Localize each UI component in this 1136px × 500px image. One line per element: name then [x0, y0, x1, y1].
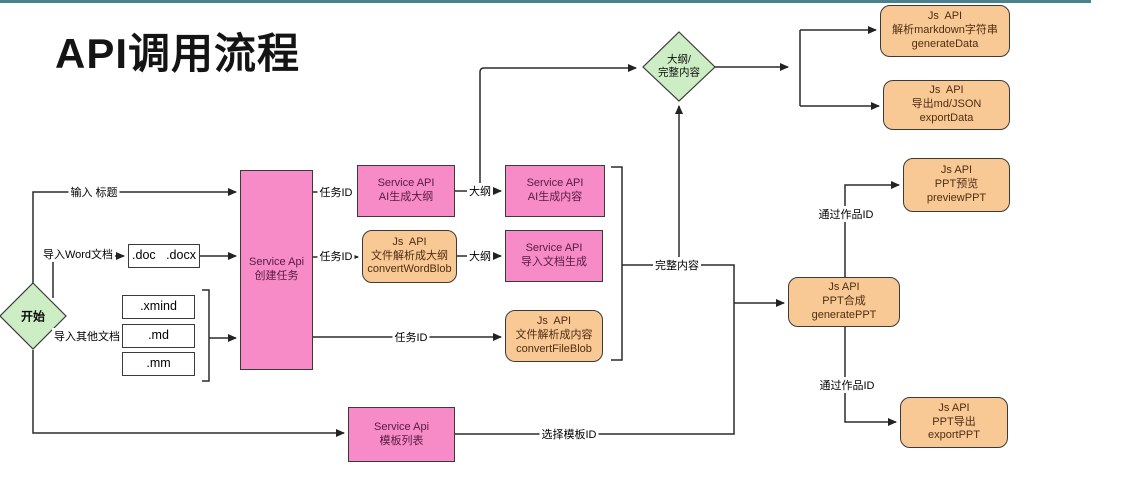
edge-label-via-work-id-2: 通过作品ID — [817, 377, 877, 393]
start-diamond-label: 开始 — [20, 309, 46, 324]
label-line: .mm — [146, 356, 171, 371]
label-line: .md — [148, 328, 169, 343]
node-export-ppt: Js API PPT导出 exportPPT — [900, 397, 1008, 448]
node-doc-docx: .doc .docx — [128, 244, 200, 268]
node-ai-outline: Service API AI生成大纲 — [357, 165, 455, 217]
node-create-task: Service Api 创建任务 — [240, 170, 313, 370]
label-line: exportData — [919, 111, 974, 124]
label-line: generatePPT — [811, 308, 877, 321]
node-ai-content: Service API AI生成内容 — [505, 165, 605, 217]
edge-start-to-create-task — [32, 188, 237, 283]
bracket-content-boxes — [611, 166, 623, 361]
label-line: PPT合成 — [822, 295, 866, 308]
node-convert-file-blob: Js API 文件解析成内容 convertFileBlob — [505, 310, 603, 362]
label-line: Js API — [392, 235, 427, 248]
edge-label-full-content: 完整内容 — [653, 257, 701, 273]
label-line: Service API — [377, 177, 435, 190]
label-line: Js API — [929, 84, 964, 97]
label-line: .xmind — [140, 299, 177, 314]
node-xmind: .xmind — [122, 295, 195, 319]
label-line: 文件解析成内容 — [515, 329, 593, 342]
label-line: Service API — [526, 177, 584, 190]
label-line: 大纲/ — [667, 53, 691, 66]
label-line: 解析markdown字符串 — [892, 24, 998, 37]
node-preview-ppt: Js API PPT预览 previewPPT — [903, 158, 1010, 212]
node-convert-word-blob: Js API 文件解析成大纲 convertWordBlob — [362, 230, 457, 283]
edge-label-input-title: 输入 标题 — [68, 184, 120, 200]
label-line: 文件解析成大纲 — [371, 249, 448, 262]
edge-label-task-id-1: 任务ID — [317, 184, 355, 200]
label-line: Js API — [828, 281, 860, 294]
label-line: convertFileBlob — [516, 342, 592, 355]
node-generate-data: Js API 解析markdown字符串 generateData — [880, 5, 1010, 57]
label-line: AI生成大纲 — [378, 191, 434, 203]
edge-outline-to-decision — [479, 64, 637, 191]
edge-to-preview-ppt — [844, 181, 900, 277]
label-line: 创建任务 — [254, 270, 299, 282]
edge-label-outline-2: 大纲 — [467, 248, 493, 264]
label-line: Service Api — [373, 420, 430, 433]
label-line: Js API — [938, 401, 970, 414]
edge-label-outline-1: 大纲 — [467, 183, 493, 199]
node-mm: .mm — [122, 352, 195, 376]
edge-label-import-word: 导入Word文档 — [40, 246, 116, 262]
bracket-file-boxes — [202, 289, 210, 382]
label-line: exportPPT — [928, 429, 980, 442]
start-diamond — [0, 282, 67, 350]
label-line: generateData — [911, 37, 979, 50]
label-line: AI生成内容 — [527, 191, 583, 203]
label-line: Js API — [927, 10, 963, 23]
label-line: Js API — [536, 315, 572, 328]
edge-start-to-doc-box — [52, 252, 125, 298]
edge-label-task-id-3: 任务ID — [392, 329, 430, 345]
edge-label-task-id-2: 任务ID — [317, 248, 355, 264]
node-import-doc-gen: Service API 导入文档生成 — [505, 230, 603, 282]
label-line: Service API — [525, 242, 583, 255]
label-line: PPT预览 — [934, 178, 979, 191]
node-template-list: Service Api 模板列表 — [348, 407, 455, 462]
edge-to-export-ppt — [844, 327, 897, 426]
label-line: 完整内容 — [658, 66, 700, 78]
edge-label-import-other: 导入其他文档 — [52, 328, 122, 344]
label-line: PPT导出 — [932, 415, 976, 428]
label-line: convertWordBlob — [367, 263, 452, 276]
label-line: 导入文档生成 — [521, 256, 587, 268]
label-line: 导出md/JSON — [911, 98, 982, 111]
label-line: .doc .docx — [132, 248, 196, 263]
label-line: Service Api — [248, 256, 305, 269]
node-md: .md — [122, 324, 195, 348]
edge-label-via-work-id-1: 通过作品ID — [816, 206, 876, 222]
page-title: API调用流程 — [55, 30, 301, 77]
decision-diamond-label: 大纲/ 完整内容 — [658, 53, 700, 78]
top-accent-bar — [0, 0, 1091, 3]
node-generate-ppt: Js API PPT合成 generatePPT — [788, 277, 900, 327]
label-line: 模板列表 — [379, 434, 424, 447]
decision-diamond — [642, 31, 716, 102]
node-export-data: Js API 导出md/JSON exportData — [883, 80, 1010, 130]
edge-start-to-template-list — [32, 350, 345, 437]
label-line: Js API — [940, 164, 973, 177]
edge-label-select-template-id: 选择模板ID — [539, 426, 599, 442]
label-line: previewPPT — [926, 191, 987, 204]
